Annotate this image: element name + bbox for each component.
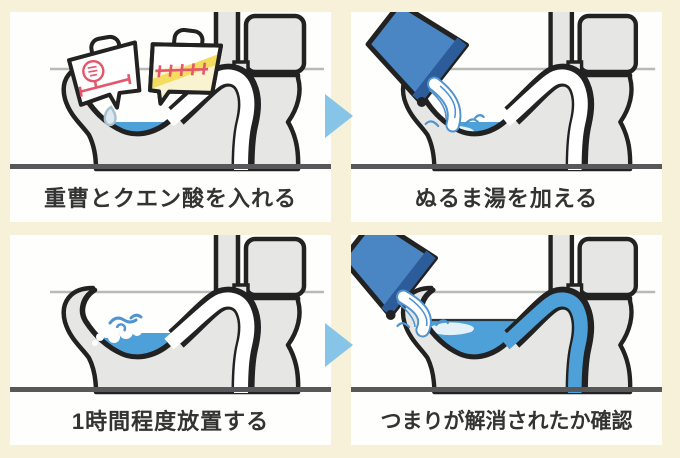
baking-soda-packet-icon — [67, 34, 142, 110]
arrow-right-icon — [325, 94, 353, 138]
trapway-channel — [500, 69, 588, 171]
step-2-caption: ぬるま湯を加える — [414, 186, 599, 211]
arrow-right-icon — [325, 323, 353, 367]
step-4-illustration — [351, 235, 662, 395]
trapway-channel — [164, 292, 255, 394]
foam-bubbles — [92, 312, 150, 346]
water-swirl — [430, 322, 474, 336]
floor-line — [10, 387, 331, 392]
step-panel-3: 1時間程度放置する — [10, 235, 331, 445]
bucket-icon — [351, 235, 439, 320]
step-1-illustration — [10, 12, 331, 172]
citric-acid-packet-icon — [148, 28, 224, 106]
arrow-right-shape — [325, 94, 353, 138]
floor-line — [351, 164, 662, 169]
pour-stream — [396, 289, 449, 338]
bucket-icon — [365, 12, 470, 107]
step-4-caption: つまりが解消されたか確認 — [380, 410, 633, 433]
step-2-illustration — [351, 12, 662, 172]
step-panel-1: 重曹とクエン酸を入れる — [10, 12, 331, 222]
step-panel-2: ぬるま湯を加える — [351, 12, 662, 222]
step-3-caption: 1時間程度放置する — [71, 409, 270, 434]
arrow-right-shape — [325, 323, 353, 367]
toilet-tank — [213, 12, 307, 77]
step-panel-4: つまりが解消されたか確認 — [351, 235, 662, 445]
toilet-tank — [213, 235, 307, 300]
toilet-tank — [548, 235, 639, 300]
step-3-illustration — [10, 235, 331, 395]
powder-packet-icons — [67, 28, 224, 127]
pour-stream — [424, 76, 485, 133]
floor-line — [351, 387, 662, 392]
floor-line — [10, 164, 331, 169]
trapway-channel — [500, 292, 588, 394]
step-1-caption: 重曹とクエン酸を入れる — [43, 186, 297, 211]
